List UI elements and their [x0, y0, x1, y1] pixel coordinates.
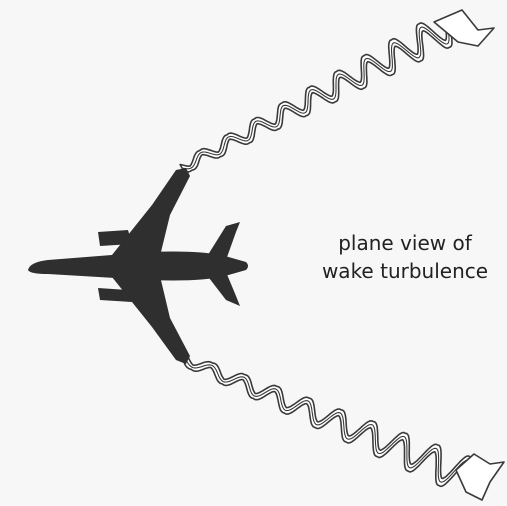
airplane-wing-lower [112, 276, 190, 364]
caption-line-2: wake turbulence [300, 257, 507, 285]
airplane-icon [28, 168, 248, 364]
airplane-engine-lower [98, 288, 132, 302]
lower-wingtip-vortex [185, 356, 505, 500]
upper-vortex-ribbon [180, 22, 452, 172]
diagram-caption: plane view of wake turbulence [300, 229, 507, 285]
upper-wingtip-vortex [180, 10, 494, 172]
lower-vortex-ribbon [185, 356, 474, 486]
airplane-tail-upper [206, 222, 240, 260]
airplane-tail-lower [206, 272, 240, 306]
airplane-engine-upper [98, 230, 132, 246]
caption-line-1: plane view of [300, 229, 507, 257]
